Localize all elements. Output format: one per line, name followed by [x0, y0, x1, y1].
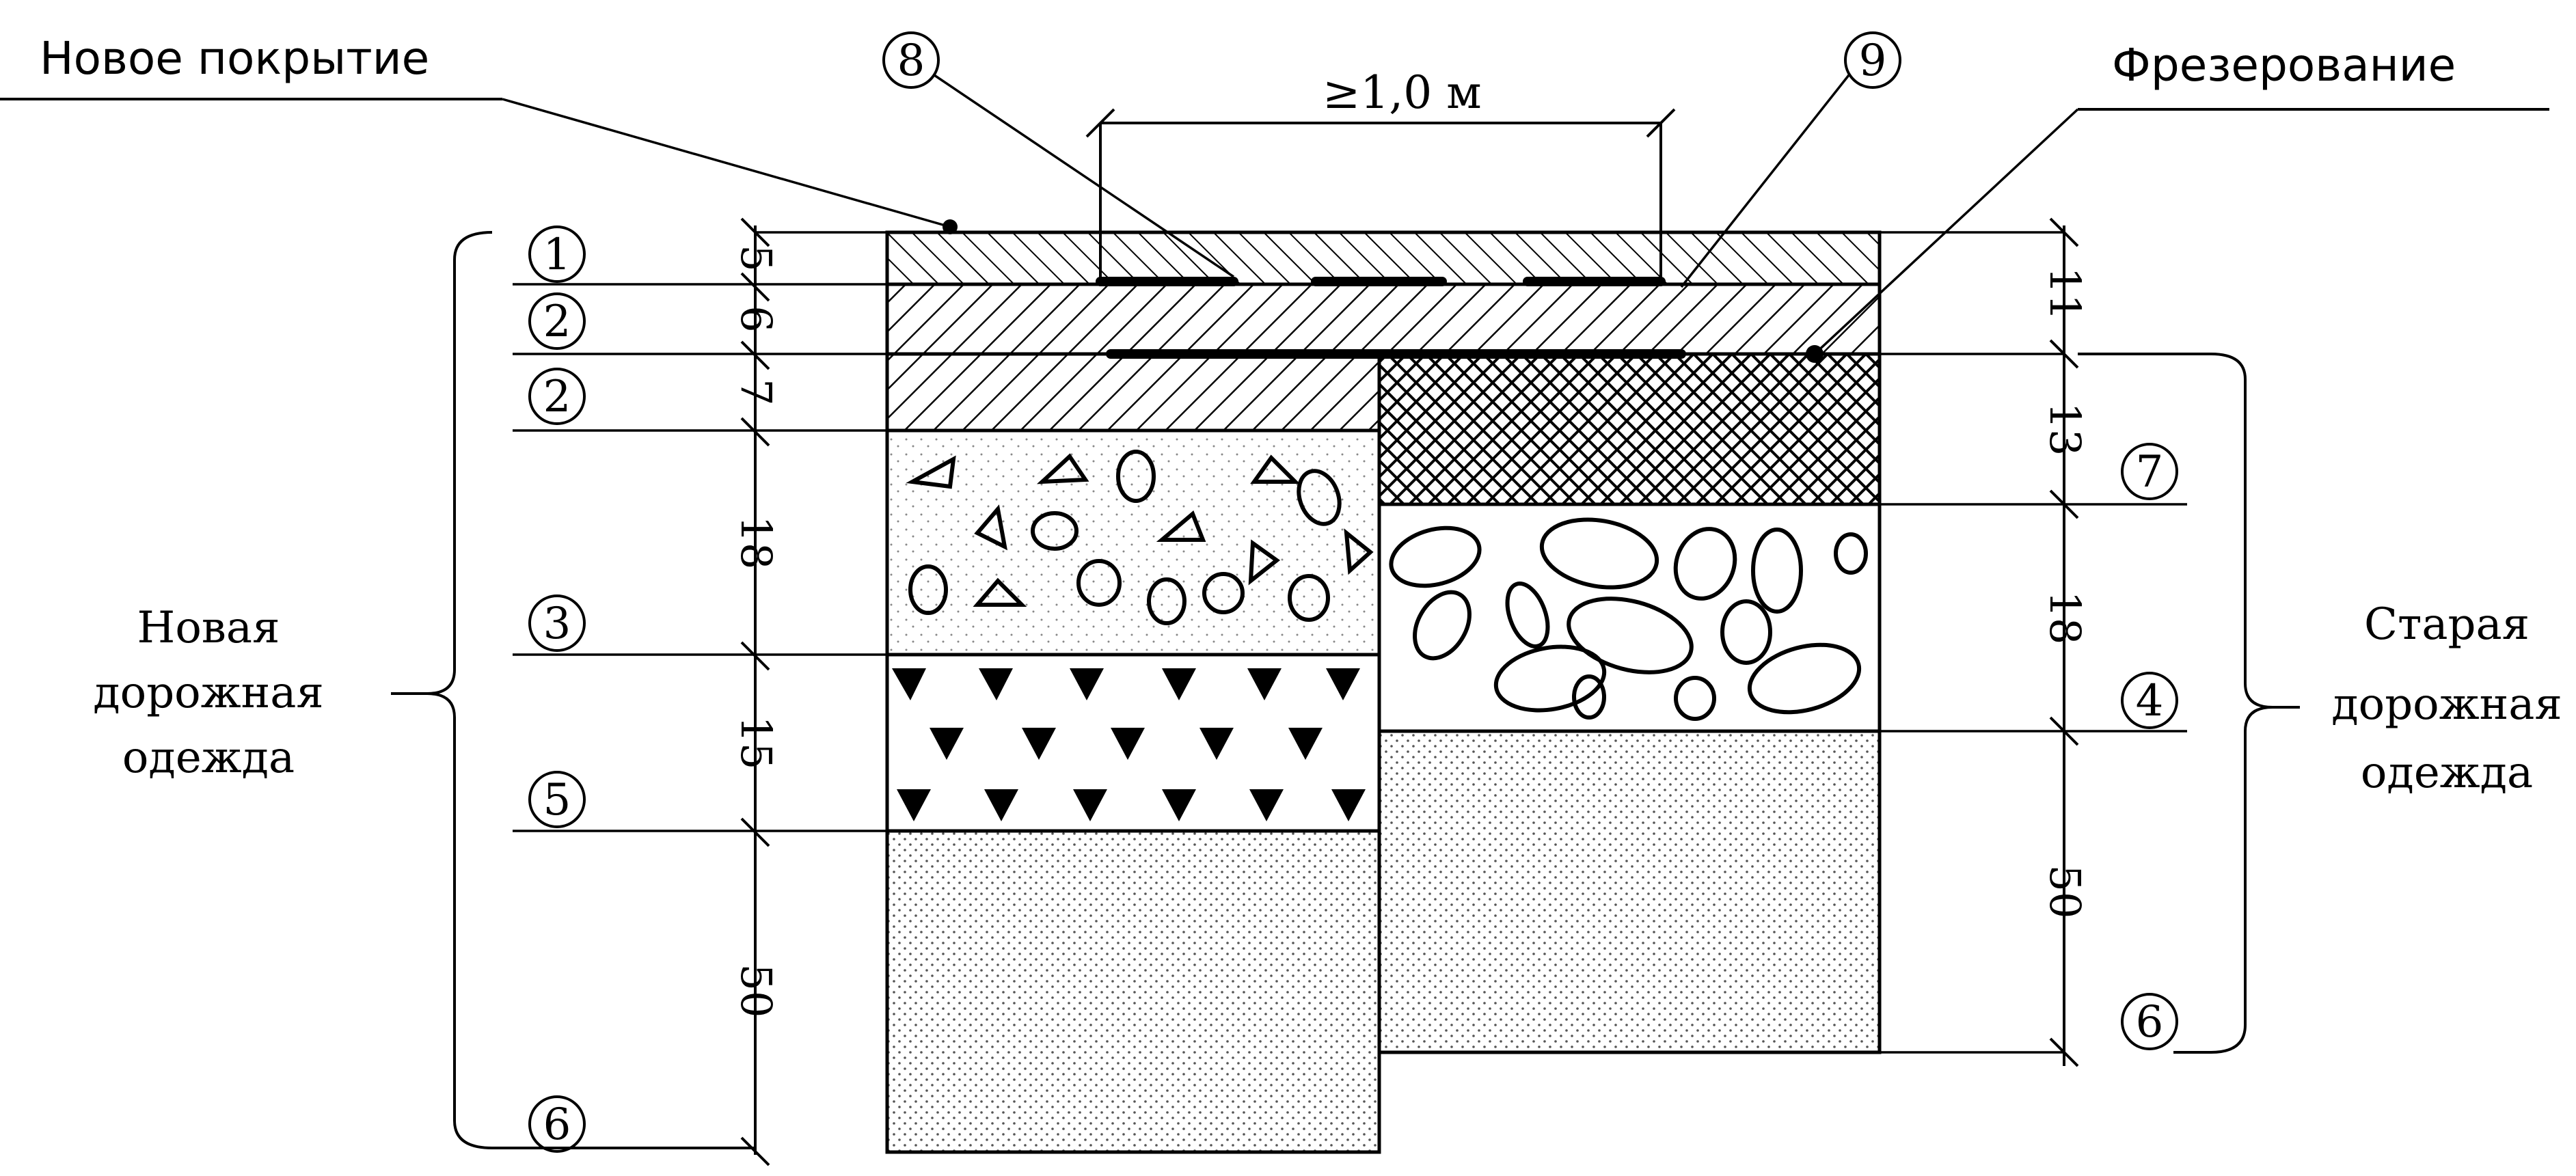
marker-2b-circle — [528, 368, 586, 425]
thickness-left-1: 5 — [731, 245, 781, 271]
marker-8-leader — [934, 74, 1234, 278]
left-markers: 1 2 2 3 5 6 — [528, 225, 586, 1153]
old-stone-pebbles — [1389, 517, 1868, 721]
layer-2-lower-left — [885, 352, 1381, 433]
old-pavement-brace — [2078, 353, 2273, 1054]
left-extension-lines — [513, 231, 887, 832]
old-pavement-line-2: дорожная — [2331, 679, 2562, 730]
marker-9-text: 9 — [1859, 36, 1887, 86]
layer-4-old-stone — [1377, 502, 1882, 733]
new-pavement-brace — [426, 231, 755, 1149]
left-dimension-ticks — [740, 217, 770, 1166]
width-dimension-text: ≥1,0 м — [1323, 66, 1482, 119]
new-coating-leader — [502, 98, 951, 228]
thickness-right-2: 13 — [2040, 402, 2090, 456]
old-pavement-line-1: Старая — [2364, 599, 2530, 650]
right-markers: 7 4 6 — [2121, 443, 2178, 1050]
layer-2-upper — [885, 282, 1882, 356]
layer-6-sand-right — [1377, 729, 1882, 1054]
marker-6r-text: 6 — [2136, 997, 2164, 1048]
thickness-left-6: 50 — [731, 964, 781, 1018]
marker-8-text: 8 — [897, 36, 925, 86]
marker-8-circle — [882, 31, 940, 89]
marker-6l-text: 6 — [543, 1099, 571, 1150]
layer-6-sand-left — [885, 829, 1381, 1154]
marker-9-leader — [1680, 74, 1850, 288]
new-pavement-line-3: одежда — [122, 733, 295, 783]
crushed-stone-triangles — [892, 668, 1366, 821]
new-pavement-line-2: дорожная — [93, 668, 324, 718]
marker-2b-text: 2 — [543, 372, 571, 422]
marker-2a-text: 2 — [543, 297, 571, 347]
new-coating-label: Новое покрытие — [40, 32, 429, 85]
marker-2a-circle — [528, 292, 586, 350]
milling-label: Фрезерование — [2112, 39, 2456, 92]
marker-3-circle — [528, 594, 586, 652]
thickness-right-3: 18 — [2040, 591, 2090, 645]
width-tick-left — [1085, 108, 1115, 138]
marker-4-text: 4 — [2136, 676, 2164, 726]
marker-5-text: 5 — [543, 775, 571, 825]
marker-9-circle — [1844, 31, 1901, 89]
marker-5-circle — [528, 771, 586, 828]
width-tick-right — [1646, 108, 1676, 138]
thickness-left-5: 15 — [731, 716, 781, 770]
marker-3-text: 3 — [543, 599, 571, 649]
old-pavement-line-3: одежда — [2361, 748, 2533, 798]
marker-6l-circle — [528, 1095, 586, 1153]
thickness-right-4: 50 — [2040, 865, 2090, 919]
new-pavement-line-1: Новая — [137, 603, 280, 653]
thickness-right-1: 11 — [2040, 267, 2090, 321]
thickness-left-4: 18 — [731, 516, 781, 570]
marker-4-circle — [2121, 672, 2178, 729]
thickness-left-2: 6 — [731, 305, 781, 332]
marker-7-text: 7 — [2136, 447, 2164, 497]
right-extension-lines — [1880, 231, 2187, 1054]
gravel-stones — [906, 450, 1374, 625]
marker-7-circle — [2121, 443, 2178, 500]
layer-7-old-asphalt — [1377, 352, 1882, 506]
joint-bars — [1096, 277, 1686, 359]
thickness-left-3: 7 — [731, 379, 781, 405]
layer-1-new-coating — [885, 230, 1882, 286]
marker-6r-circle — [2121, 993, 2178, 1050]
marker-1-text: 1 — [543, 230, 571, 280]
marker-1-circle — [528, 225, 586, 283]
